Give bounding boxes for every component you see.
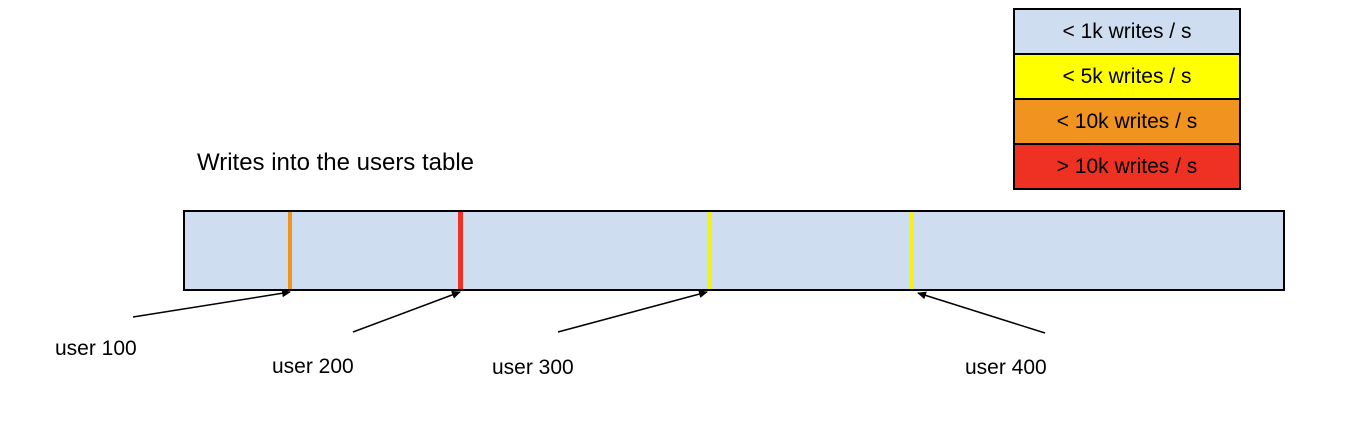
hotspot-marker-user-200 xyxy=(458,212,463,289)
label-user-200: user 200 xyxy=(272,355,354,378)
arrow-user-300 xyxy=(557,290,708,333)
legend-item-label: > 10k writes / s xyxy=(1056,154,1198,178)
diagram-title: Writes into the users table xyxy=(197,149,475,176)
legend: < 1k writes / s < 5k writes / s < 10k wr… xyxy=(1013,8,1241,190)
users-table-bar xyxy=(183,210,1285,291)
legend-item-lt-1k: < 1k writes / s xyxy=(1013,8,1241,55)
hotspot-marker-user-400 xyxy=(910,212,914,289)
legend-item-label: < 1k writes / s xyxy=(1062,19,1192,43)
arrow-user-400 xyxy=(917,291,1046,334)
legend-item-lt-10k: < 10k writes / s xyxy=(1013,98,1241,145)
label-user-300: user 300 xyxy=(492,356,574,379)
legend-item-label: < 10k writes / s xyxy=(1056,109,1198,133)
label-user-100: user 100 xyxy=(55,337,137,360)
label-user-400: user 400 xyxy=(965,356,1047,379)
hotspot-marker-user-300 xyxy=(708,212,712,289)
legend-item-label: < 5k writes / s xyxy=(1062,64,1192,88)
arrow-user-200 xyxy=(352,291,461,333)
arrow-user-100 xyxy=(132,289,291,318)
legend-item-lt-5k: < 5k writes / s xyxy=(1013,53,1241,100)
hotspot-marker-user-100 xyxy=(288,212,292,289)
legend-item-gt-10k: > 10k writes / s xyxy=(1013,143,1241,190)
